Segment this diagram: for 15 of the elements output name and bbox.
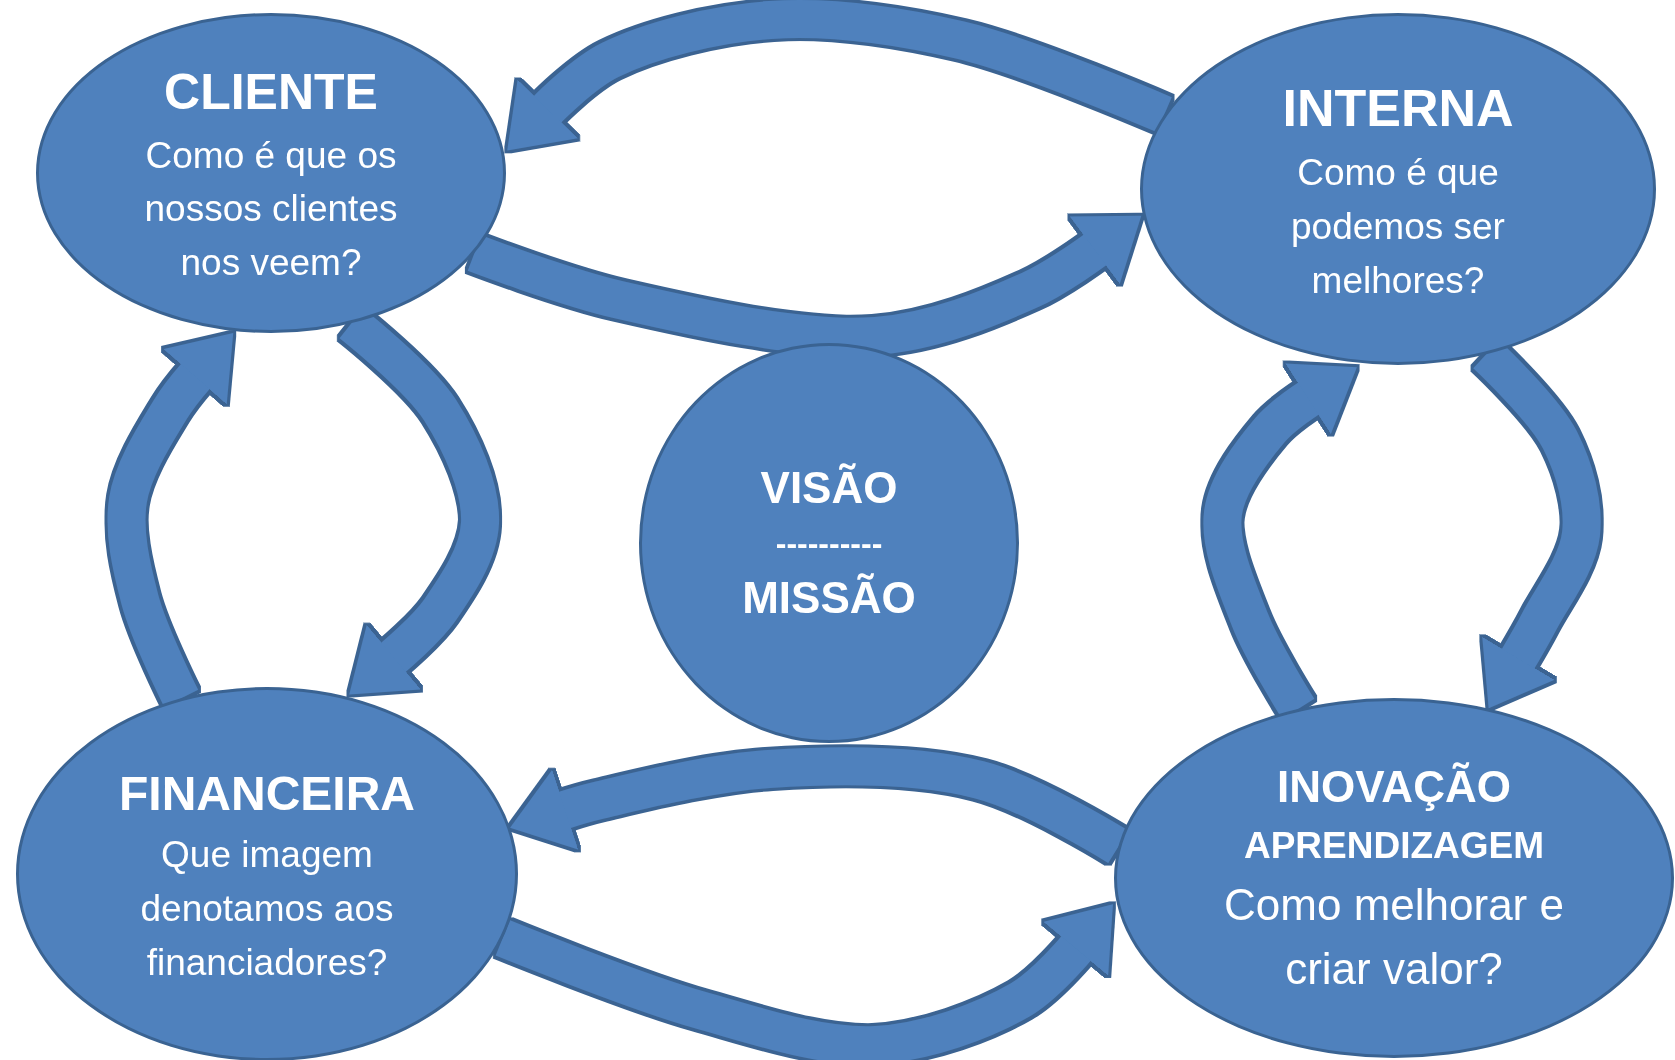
question-text: Como é que os nossos clientes nos veem?: [143, 133, 399, 286]
heading: CLIENTE: [164, 63, 378, 123]
heading: INTERNA: [1282, 77, 1514, 139]
heading: VISÃO: [760, 462, 898, 514]
subheading: MISSÃO: [742, 572, 916, 625]
curved-arrow: [467, 215, 1142, 356]
subheading: ----------: [775, 523, 883, 563]
question-text: Que imagem denotamos aos financiadores?: [139, 833, 395, 985]
curved-arrow: [495, 904, 1114, 1060]
curved-arrow: [507, 0, 1172, 151]
question-text: Como é que podemos ser melhores?: [1290, 151, 1506, 303]
heading: INOVAÇÃO: [1277, 761, 1511, 814]
question-text: Como melhorar e criar valor?: [1223, 878, 1565, 995]
subheading: APRENDIZAGEM: [1243, 824, 1545, 869]
heading: FINANCEIRA: [119, 765, 415, 822]
